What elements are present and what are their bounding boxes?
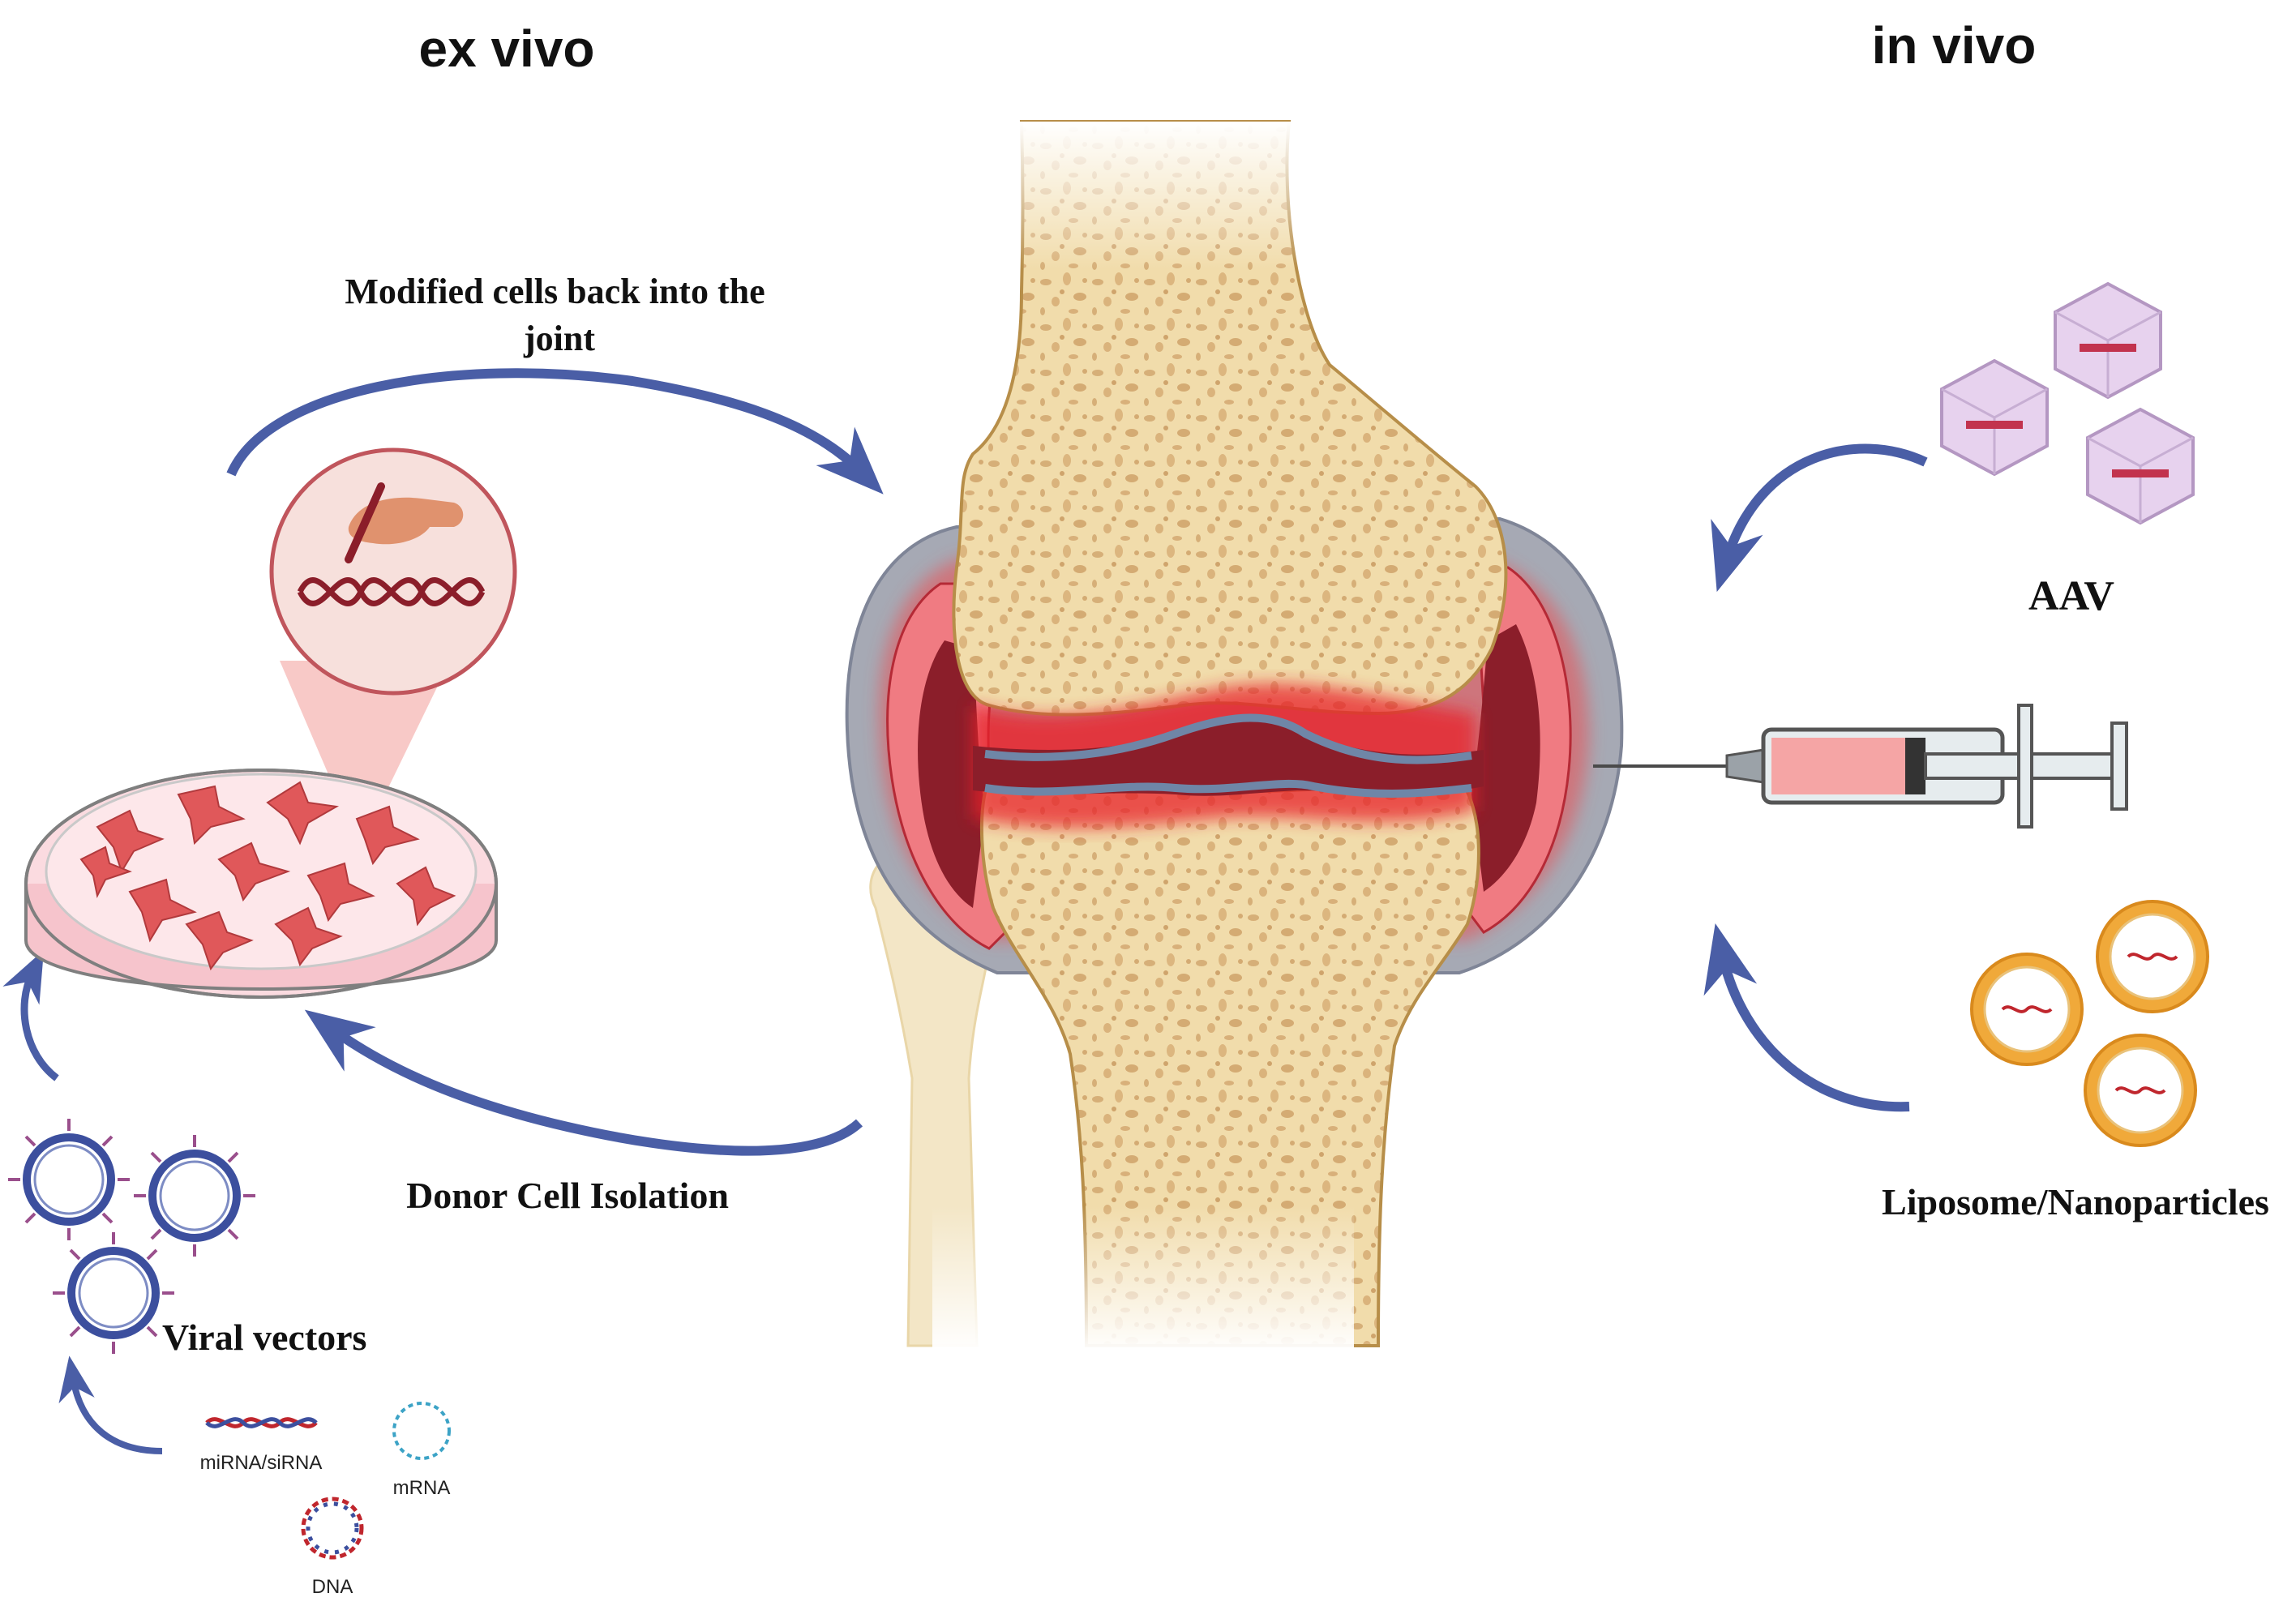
arrow-modified-cells	[226, 368, 884, 495]
dna-plasmid-icon	[301, 1497, 364, 1560]
aav-label: AAV	[2028, 573, 2114, 619]
arrow-nucleic-to-vectors	[58, 1355, 163, 1454]
synovial-fluid-right	[1471, 624, 1540, 892]
ex-vivo-heading: ex vivo	[418, 19, 594, 78]
dna-label: DNA	[312, 1576, 353, 1598]
cultured-cells	[79, 781, 456, 971]
modified-cells-label: Modified cells back into the joint	[345, 272, 773, 358]
hand-pen-icon	[345, 482, 464, 563]
mrna-label: mRNA	[393, 1477, 451, 1499]
virus-icon	[8, 1119, 130, 1240]
syringe-icon	[1593, 704, 2128, 829]
aav-capsid-icon	[1940, 358, 2049, 477]
aav-particles	[1940, 281, 2195, 525]
liposome-label: Liposome/Nanoparticles	[1882, 1181, 2269, 1222]
arrow-vectors-to-dish	[2, 949, 59, 1081]
liposome-particles	[1970, 900, 2209, 1147]
knee-joint	[845, 120, 1624, 1354]
petri-dish	[24, 769, 498, 999]
virus-icon	[134, 1135, 255, 1257]
liposome-icon	[2096, 900, 2209, 1013]
arrow-aav	[1711, 443, 1928, 593]
in-vivo-heading: in vivo	[1872, 16, 2037, 75]
arrow-liposome	[1703, 923, 1910, 1112]
mrna-icon	[392, 1402, 451, 1460]
aav-capsid-icon	[2054, 281, 2162, 400]
viral-vectors-label: Viral vectors	[162, 1317, 366, 1358]
liposome-icon	[2084, 1034, 2197, 1147]
viral-vectors	[8, 1119, 255, 1354]
arrow-donor-isolation	[304, 1009, 863, 1156]
mirna-icon	[205, 1417, 318, 1428]
mirna-label: miRNA/siRNA	[200, 1452, 323, 1474]
virus-icon	[53, 1232, 174, 1354]
aav-capsid-icon	[2086, 407, 2195, 525]
liposome-icon	[1970, 953, 2084, 1066]
gene-editing-magnifier	[269, 447, 517, 803]
dna-helix-icon	[297, 577, 486, 606]
donor-isolation-label: Donor Cell Isolation	[406, 1175, 729, 1216]
